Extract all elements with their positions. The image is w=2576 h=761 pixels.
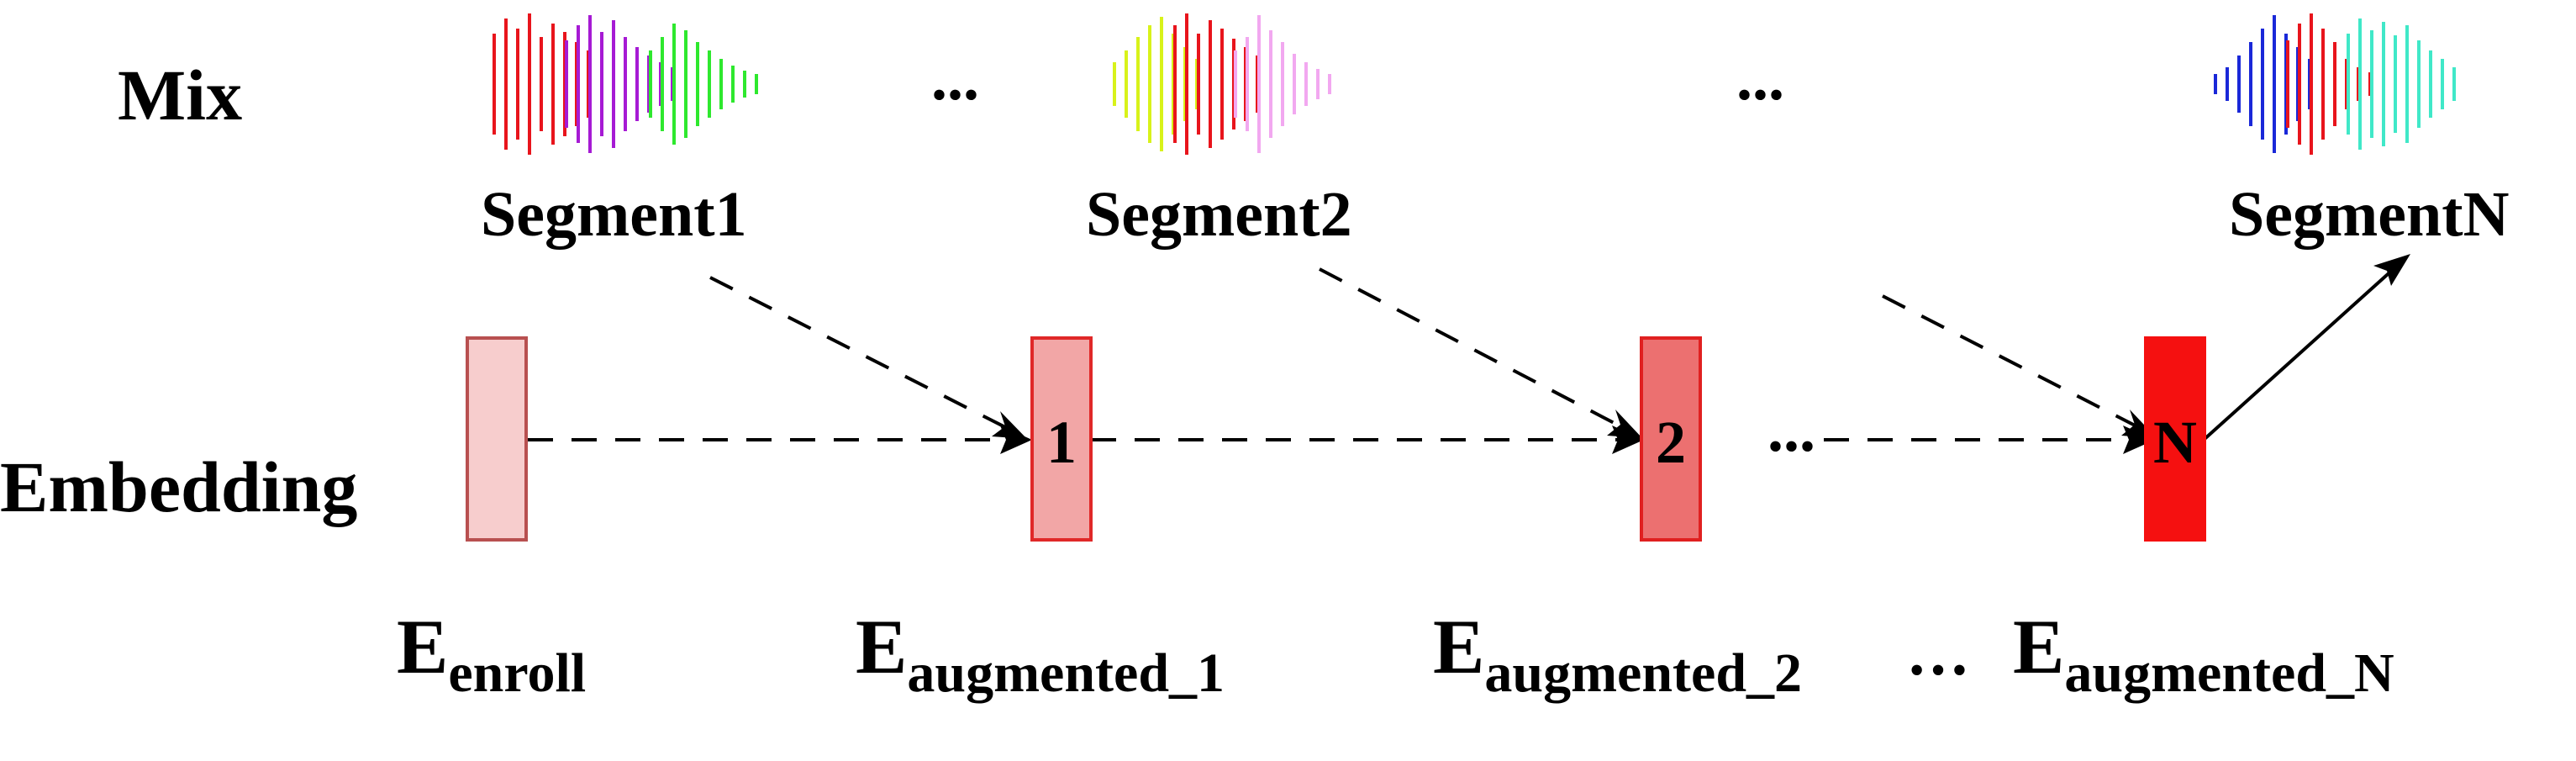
row-label-mix: Mix [118,55,242,135]
embedding-box-n [2144,336,2206,542]
embedding-name-augmented-n-main: E [2013,604,2064,690]
embedding-name-enroll-main: E [397,604,448,690]
embedding-name-augmented-1-main: E [856,604,907,690]
arrow-boxn-to-segmentn [2202,266,2397,441]
embedding-name-ellipsis: ··· [1906,635,1970,706]
arrow-segment1-to-box1 [709,276,1009,431]
box-label-n: N [2153,409,2197,476]
embedding-name-enroll-sub: enroll [448,642,586,704]
embedding-name-augmented-n-sub: augmented_N [2064,642,2394,704]
arrowhead-seg2-box2 [1607,410,1642,438]
arrow-segmentn-to-boxn [1882,294,2142,431]
embedding-name-augmented-n: Eaugmented_N [2013,604,2394,704]
arrow-heads [992,254,2410,454]
segment-label-2: Segment2 [1086,179,1352,250]
embedding-name-augmented-1-sub: augmented_1 [907,642,1225,704]
embedding-name-augmented-2: Eaugmented_2 [1433,604,1802,704]
arrow-segment2-to-box2 [1319,267,1623,429]
box-label-2: 2 [1656,409,1686,476]
row-label-embedding: Embedding [0,447,357,527]
segment-label-1: Segment1 [481,179,747,250]
embedding-name-augmented-1: Eaugmented_1 [856,604,1225,704]
embedding-name-augmented-2-main: E [1433,604,1484,690]
box-label-1: 1 [1046,409,1077,476]
embedding-ellipsis: ... [1767,394,1815,465]
mix-ellipsis-2: ... [1736,43,1784,114]
arrowhead-seg1-box1 [992,411,1027,439]
embedding-box-1 [1030,336,1093,542]
embedding-name-enroll: Eenroll [397,604,586,704]
mix-ellipsis-1: ... [931,43,979,114]
embedding-name-augmented-2-sub: augmented_2 [1484,642,1802,704]
embedding-box-enroll [466,336,528,542]
segment-to-embedding-arrows [709,267,2142,431]
waveforms [493,13,2456,155]
embedding-box-2 [1640,336,1702,542]
segment-label-n: SegmentN [2229,179,2510,250]
